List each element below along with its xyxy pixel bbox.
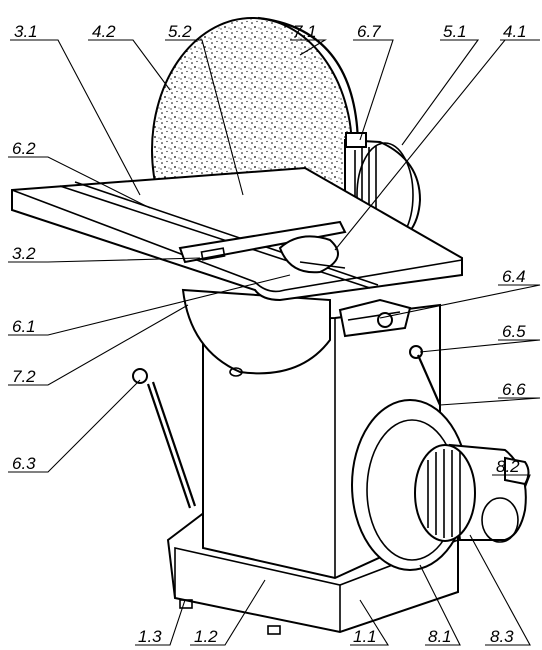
label-6-7: 6.7 — [357, 22, 381, 41]
label-4-1: 4.1 — [503, 22, 527, 41]
label-3-2: 3.2 — [12, 244, 36, 263]
label-8-2: 8.2 — [496, 457, 520, 476]
drive-motor — [414, 443, 530, 543]
label-6-5: 6.5 — [502, 322, 526, 341]
handle-rod — [132, 368, 197, 509]
label-6-1: 6.1 — [12, 317, 36, 336]
tilt-mechanism — [338, 298, 442, 406]
lower-guard — [181, 288, 331, 377]
label-6-2: 6.2 — [12, 139, 36, 158]
leader-lines — [8, 39, 541, 646]
label-1-3: 1.3 — [138, 627, 162, 646]
label-7-2: 7.2 — [12, 367, 36, 386]
label-8-1: 8.1 — [428, 627, 452, 646]
label-1-2: 1.2 — [194, 627, 218, 646]
label-6-4: 6.4 — [502, 267, 526, 286]
label-5-1: 5.1 — [443, 22, 467, 41]
label-8-3: 8.3 — [490, 627, 514, 646]
label-6-3: 6.3 — [12, 454, 36, 473]
label-1-1: 1.1 — [353, 627, 377, 646]
label-4-2: 4.2 — [92, 22, 116, 41]
label-6-6: 6.6 — [502, 380, 526, 399]
part-labels: 3.1 4.2 5.2 7.1 6.7 5.1 4.1 6.2 3.2 6.4 … — [12, 22, 527, 646]
label-5-2: 5.2 — [168, 22, 192, 41]
label-7-1: 7.1 — [293, 22, 317, 41]
label-3-1: 3.1 — [14, 22, 38, 41]
miter-gauge — [178, 220, 347, 274]
